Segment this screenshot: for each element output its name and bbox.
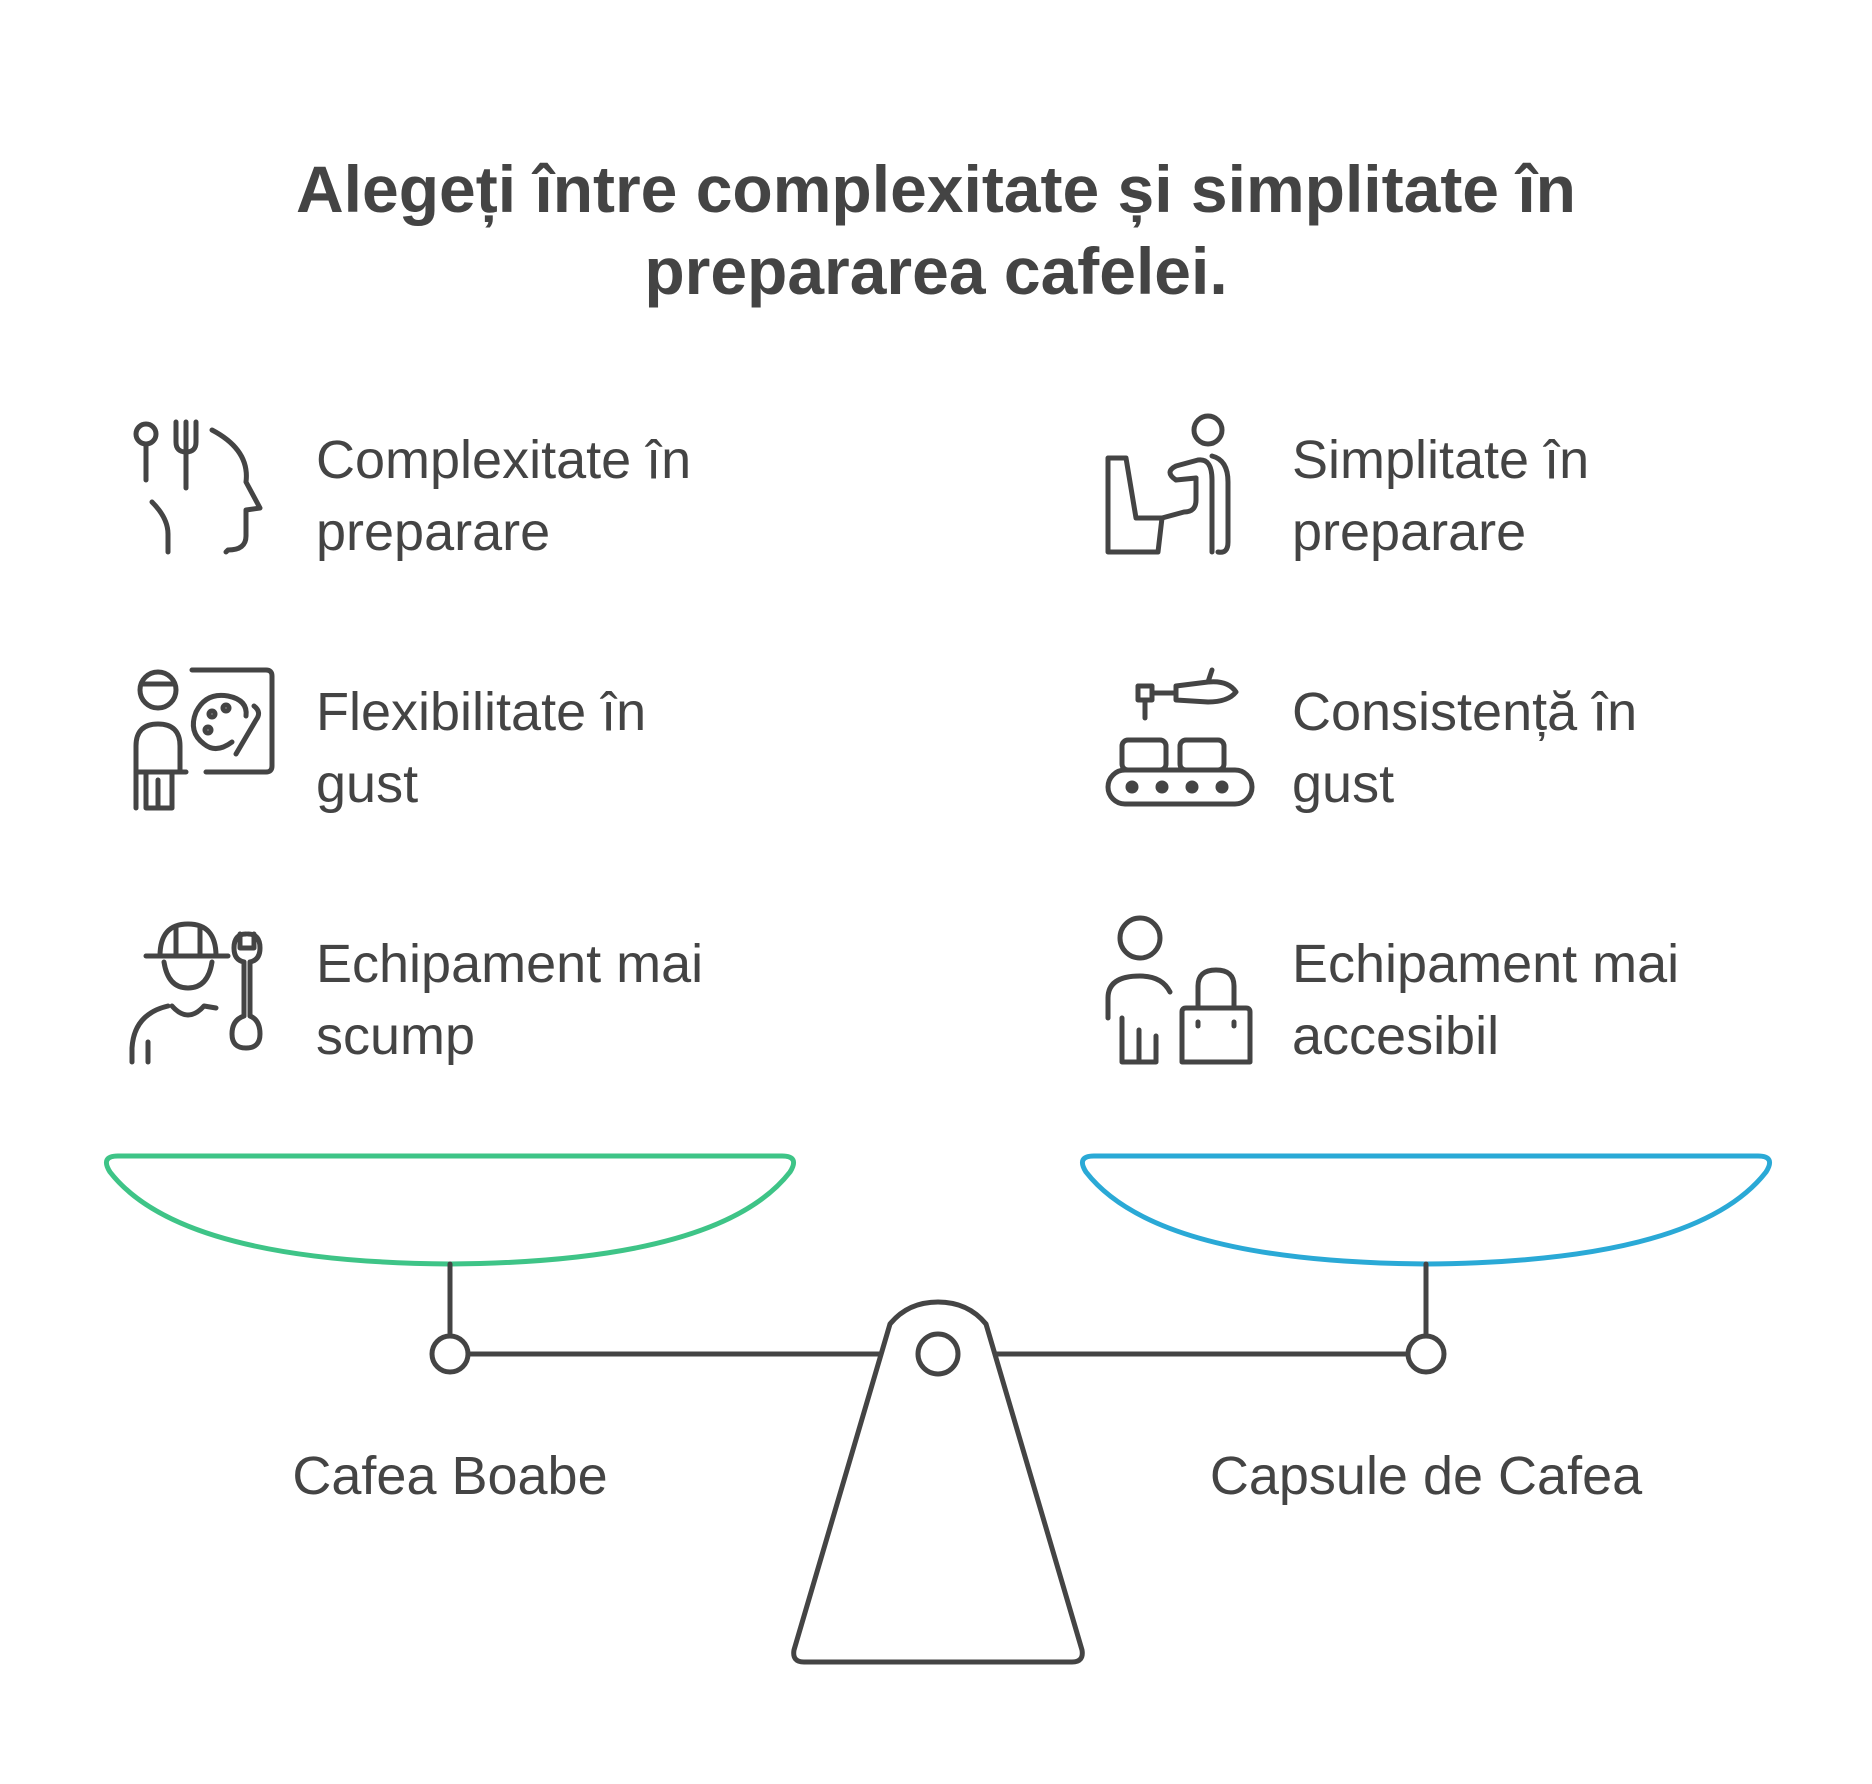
person-with-utensils-icon <box>128 410 280 562</box>
person-with-shopping-bag-icon <box>1104 914 1256 1066</box>
right-item-1-line-1: Simplitate în <box>1292 430 1590 490</box>
right-pan-label: Capsule de Cafea <box>1209 1446 1643 1506</box>
left-pan <box>103 1153 797 1267</box>
right-pivot <box>1405 1333 1447 1375</box>
title-line-2: prepararea cafelei. <box>644 234 1228 308</box>
left-pan-label: Cafea Boabe <box>292 1446 608 1506</box>
left-item-3-line-1: Echipament mai <box>316 934 704 994</box>
left-item-1-line-2: preparare <box>316 502 551 562</box>
worker-with-wrench-icon <box>128 914 280 1066</box>
right-item-3-line-1: Echipament mai <box>1292 934 1680 994</box>
right-item-3-line-2: accesibil <box>1292 1006 1500 1066</box>
painter-with-palette-icon <box>128 662 280 814</box>
left-item-2-line-1: Flexibilitate în <box>316 682 647 742</box>
right-item-2-line-1: Consistență în <box>1292 682 1638 742</box>
left-pivot <box>429 1333 471 1375</box>
page-title: Alegeți între complexitate și simplitate… <box>0 148 1872 312</box>
person-at-machine-icon <box>1104 410 1256 562</box>
fulcrum-pivot <box>915 1331 961 1377</box>
conveyor-belt-icon <box>1104 662 1256 814</box>
right-item-1-line-2: preparare <box>1292 502 1527 562</box>
title-line-1: Alegeți între complexitate și simplitate… <box>295 152 1576 226</box>
right-item-2-line-2: gust <box>1292 754 1395 814</box>
right-pan <box>1079 1153 1773 1267</box>
fulcrum-stand <box>791 1299 1085 1665</box>
left-item-1-line-1: Complexitate în <box>316 430 692 490</box>
left-item-2-line-2: gust <box>316 754 419 814</box>
left-item-3-line-2: scump <box>316 1006 476 1066</box>
